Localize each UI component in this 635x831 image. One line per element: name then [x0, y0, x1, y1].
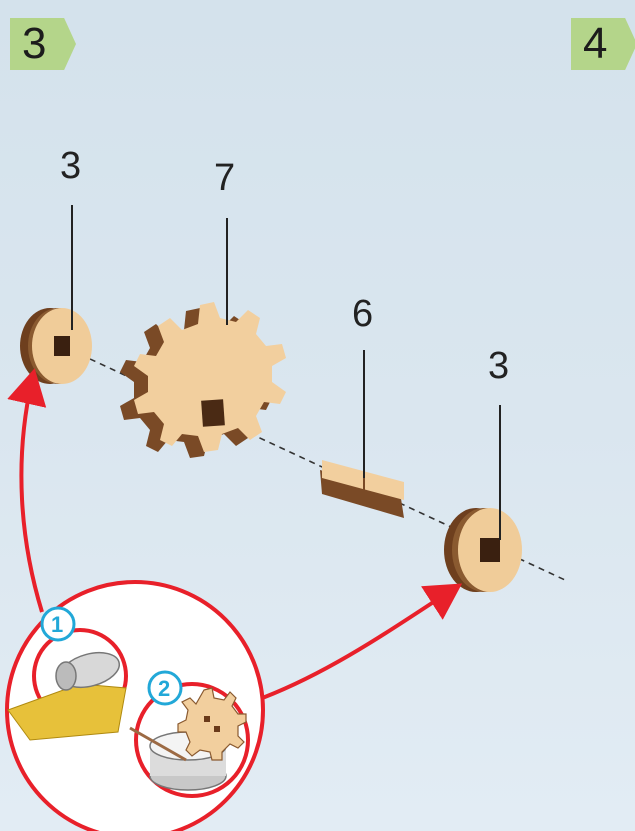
substep-1-badge — [40, 606, 76, 642]
arrow-to-left-washer — [7, 368, 47, 613]
sandpaper-icon — [7, 628, 128, 741]
part-label-gear: 7 — [214, 157, 235, 199]
gear-large — [120, 302, 286, 458]
spacer-block — [320, 460, 404, 518]
arrow-to-right-washer — [239, 583, 463, 708]
part-label-washer-left: 3 — [60, 145, 81, 187]
washer-right — [444, 508, 522, 592]
step-badge-current: 3 — [10, 18, 76, 70]
substep-2-badge — [147, 670, 183, 706]
step-badge-next: 4 — [571, 18, 635, 70]
glue-pot-icon — [129, 682, 250, 798]
part-label-washer-right: 3 — [488, 345, 509, 387]
substep-1-number: 1 — [51, 612, 63, 637]
part-label-spacer: 6 — [352, 293, 373, 335]
glue-callout: 1 2 — [5, 580, 265, 831]
substep-2-number: 2 — [158, 676, 170, 701]
washer-left — [20, 308, 92, 384]
